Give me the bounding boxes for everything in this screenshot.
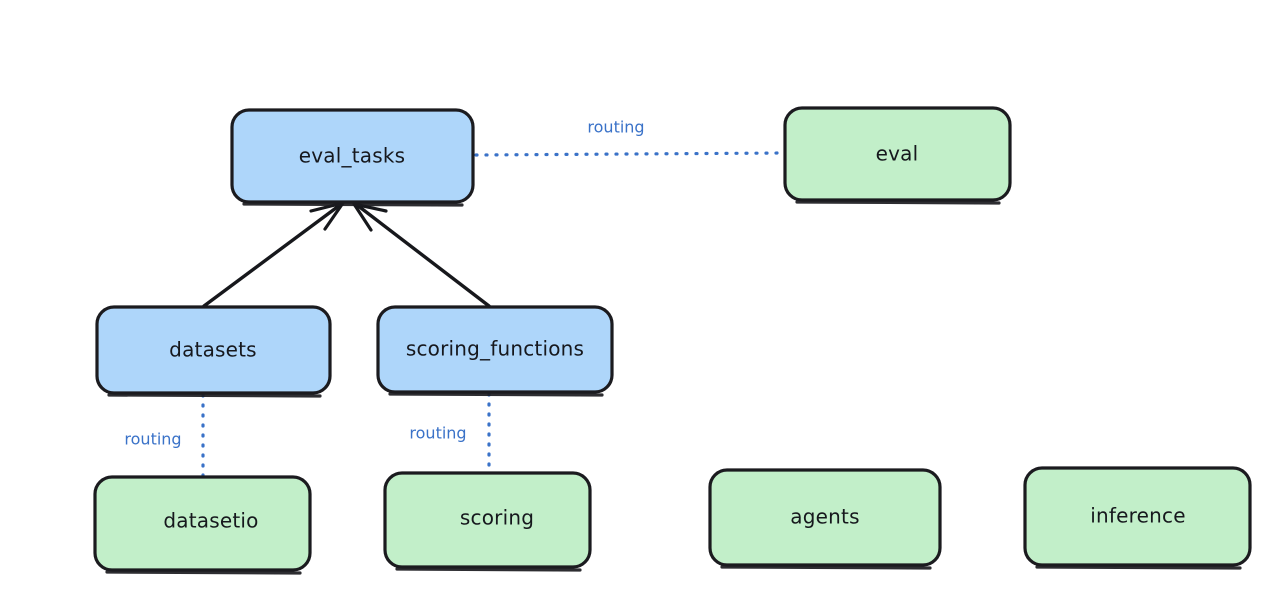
node-inference-label: inference xyxy=(1090,504,1185,528)
node-datasets-shadow xyxy=(107,393,322,398)
edge-inference-to-eval-arrowhead xyxy=(907,204,936,233)
node-scoring-box xyxy=(383,471,592,569)
edge-scoring_functions-to-eval_tasks-path xyxy=(355,203,491,308)
edge-inference-to-eval-path xyxy=(912,208,1122,466)
edge-labels-group: routing routing routing xyxy=(124,118,644,449)
edge-datasets-to-eval_tasks[interactable] xyxy=(202,201,345,308)
edge-inference-to-eval[interactable] xyxy=(907,204,1122,466)
node-scoring[interactable]: scoring xyxy=(383,471,592,572)
node-scoring_functions[interactable]: scoring_functions xyxy=(376,305,614,397)
aggregation-edges-group xyxy=(202,201,491,308)
node-agents[interactable]: agents xyxy=(708,468,942,570)
node-scoring_functions-label: scoring_functions xyxy=(406,337,584,361)
node-agents-label: agents xyxy=(790,505,859,529)
node-eval_tasks[interactable]: eval_tasks xyxy=(230,108,475,207)
node-inference-shadow xyxy=(1035,565,1242,570)
edge-agents-to-eval-arrowhead xyxy=(869,204,894,233)
edge-datasetio-to-eval-arrowhead xyxy=(869,80,891,104)
node-scoring-shadow xyxy=(395,567,582,572)
node-datasets-label: datasets xyxy=(169,338,257,362)
node-eval_tasks-shadow xyxy=(242,202,464,207)
edge-agents-to-eval[interactable] xyxy=(826,204,894,468)
edge-scoring_functions-to-eval_tasks[interactable] xyxy=(352,202,491,308)
node-inference-box xyxy=(1023,466,1252,567)
node-eval_tasks-label: eval_tasks xyxy=(299,144,405,168)
edge-eval_tasks-to-eval-path[interactable] xyxy=(474,151,784,157)
node-datasetio-box xyxy=(93,475,312,572)
routing-edges-group xyxy=(201,151,784,478)
edge-label-routing-scoring_functions-scoring: routing xyxy=(409,424,466,443)
node-agents-box xyxy=(708,468,942,567)
nodes-group: eval_tasks eval datasets scoring_functio… xyxy=(93,106,1252,575)
node-datasets[interactable]: datasets xyxy=(95,305,332,398)
node-scoring_functions-box xyxy=(376,305,614,394)
node-agents-shadow xyxy=(720,565,932,570)
edge-agents-to-eval-path xyxy=(826,208,884,468)
node-datasetio-shadow xyxy=(105,570,302,575)
edge-label-routing-eval_tasks-eval: routing xyxy=(587,118,644,137)
edge-scoring-to-eval-arrowhead xyxy=(832,204,862,231)
edge-datasets-to-eval_tasks-path xyxy=(202,203,342,308)
node-eval[interactable]: eval xyxy=(783,106,1012,205)
node-scoring-label: scoring xyxy=(460,506,534,530)
node-eval-label: eval xyxy=(876,142,919,166)
node-datasets-box xyxy=(95,305,332,395)
node-eval-shadow xyxy=(795,200,1001,205)
node-inference[interactable]: inference xyxy=(1023,466,1252,570)
node-datasetio-label: datasetio xyxy=(163,509,258,533)
node-datasetio[interactable]: datasetio xyxy=(93,475,312,575)
node-scoring_functions-shadow xyxy=(388,392,604,397)
node-eval_tasks-box xyxy=(230,108,475,204)
node-eval-box xyxy=(783,106,1012,202)
edge-label-routing-datasets-datasetio: routing xyxy=(124,430,181,449)
